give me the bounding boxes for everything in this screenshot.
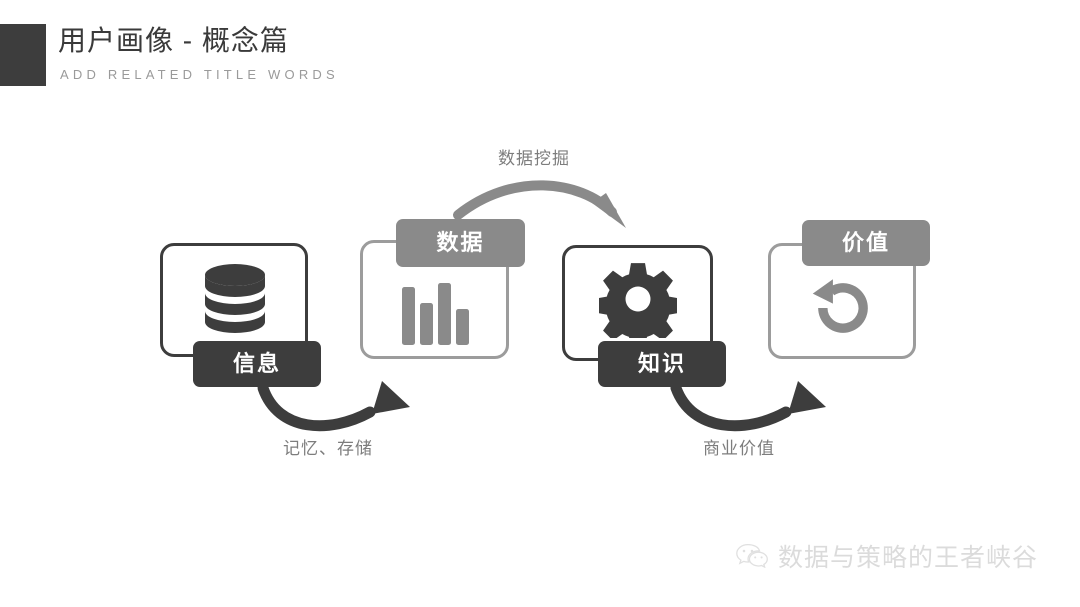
chip-data-label: 数据 [436, 230, 485, 255]
arrow-business-value [670, 381, 826, 432]
arrow-label-business-value: 商业价值 [703, 439, 775, 458]
title-accent-block [0, 24, 46, 86]
wechat-icon [736, 542, 768, 573]
chip-knowledge-label: 知识 [637, 351, 686, 376]
chip-value[interactable]: 价值 [802, 220, 930, 266]
chip-value-label: 价值 [841, 230, 890, 255]
chip-info-label: 信息 [232, 351, 281, 376]
arrow-label-memory-storage: 记忆、存储 [283, 439, 373, 458]
card-info[interactable] [160, 243, 308, 357]
watermark: 数据与策略的王者峡谷 [736, 542, 1038, 573]
chip-knowledge[interactable]: 知识 [598, 341, 726, 387]
refresh-counterclockwise-icon [800, 268, 886, 348]
chip-info[interactable]: 信息 [193, 341, 321, 387]
bar-chart-icon [392, 270, 478, 348]
database-icon [190, 258, 280, 338]
page-title: 用户画像 - 概念篇 [58, 25, 289, 56]
arrow-label-data-mining: 数据挖掘 [498, 149, 570, 168]
chip-data[interactable]: 数据 [396, 219, 525, 267]
gear-icon [592, 258, 684, 340]
arrow-memory-storage [257, 381, 410, 432]
watermark-text: 数据与策略的王者峡谷 [778, 543, 1039, 572]
page-subtitle: ADD RELATED TITLE WORDS [60, 67, 339, 82]
